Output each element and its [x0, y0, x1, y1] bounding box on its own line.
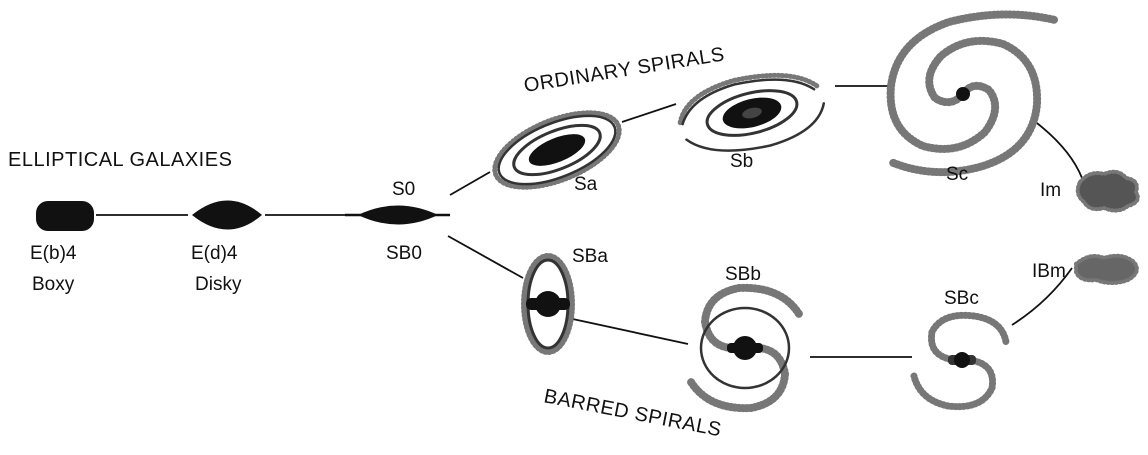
galaxy-ed4-label: E(d)4: [191, 243, 238, 264]
connector-s0-sa: [449, 171, 491, 196]
galaxy-sc-label: Sc: [946, 164, 968, 185]
galaxy-sbc: SBc: [910, 288, 1010, 411]
galaxy-s0: S0 SB0: [345, 179, 450, 264]
connector-sc-im: [1032, 119, 1083, 179]
galaxy-sbc-label: SBc: [944, 288, 979, 309]
galaxy-eb4: E(b)4 Boxy: [30, 201, 94, 295]
galaxy-s0-label: S0: [392, 179, 415, 200]
galaxy-eb4-label: E(b)4: [30, 243, 77, 264]
galaxy-ibm: IBm: [1032, 253, 1139, 285]
sequence-connectors: [96, 85, 1083, 358]
galaxy-ed4-shape: [192, 200, 262, 230]
galaxy-eb4-sublabel: Boxy: [32, 274, 75, 295]
heading-elliptical-galaxies: ELLIPTICAL GALAXIES: [8, 149, 232, 171]
galaxy-sbb: SBb: [687, 264, 803, 413]
galaxy-ibm-shape: [1076, 255, 1137, 283]
galaxy-s0-bulge: [358, 205, 438, 225]
galaxy-ed4-sublabel: Disky: [195, 274, 242, 295]
connector-sb0-sba: [447, 235, 524, 279]
heading-ordinary-spirals: ORDINARY SPIRALS: [522, 43, 726, 96]
galaxy-sa-label: Sa: [574, 174, 598, 195]
galaxy-ibm-label: IBm: [1032, 261, 1066, 282]
galaxy-im-label: Im: [1040, 180, 1061, 201]
galaxy-sbb-label: SBb: [725, 264, 761, 285]
galaxy-ed4: E(d)4 Disky: [191, 200, 262, 295]
connector-sa-sb: [621, 103, 677, 123]
galaxy-sba: SBa: [521, 246, 608, 355]
galaxy-sba-label: SBa: [572, 246, 608, 267]
connector-sbc-ibm: [1011, 267, 1073, 326]
galaxy-sb: Sb: [677, 72, 826, 172]
galaxy-sb-label: Sb: [730, 151, 753, 172]
galaxy-im-shape: [1077, 171, 1138, 211]
connector-sba-sbb: [567, 317, 689, 345]
galaxy-sa: Sa: [492, 110, 622, 195]
galaxy-im: Im: [1040, 169, 1140, 213]
galaxy-sb0-label: SB0: [386, 243, 422, 264]
galaxy-eb4-shape: [36, 201, 94, 231]
galaxy-sc: Sc: [886, 10, 1059, 185]
